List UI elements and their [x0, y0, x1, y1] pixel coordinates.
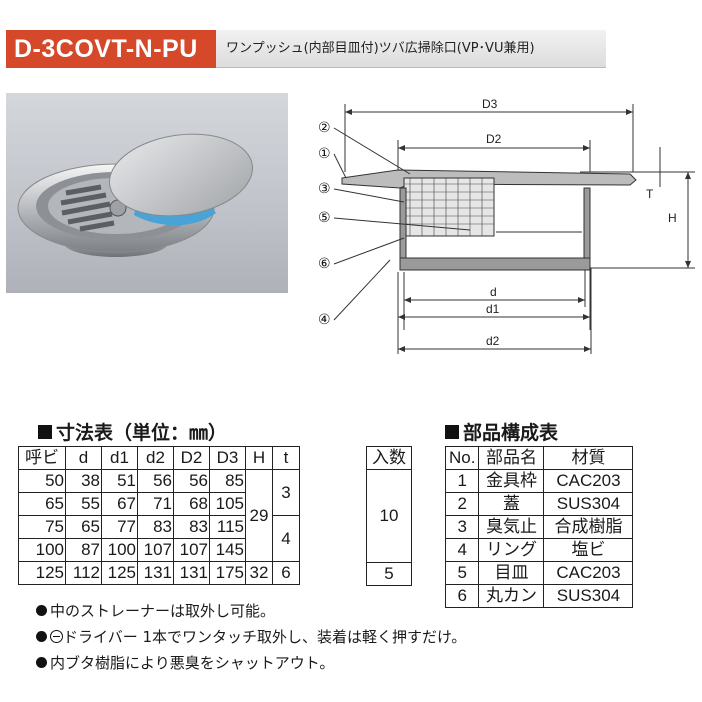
dim-label-D2: D2	[486, 132, 502, 146]
dim-header: H	[245, 446, 273, 470]
dim-label-T: T	[646, 187, 654, 201]
dim-header: D2	[173, 446, 210, 470]
product-photo-drawing	[17, 133, 254, 257]
note-item: 中のストレーナーは取外し可能。	[36, 598, 466, 624]
header: D-3COVT-N-PU ワンプッシュ(内部目皿付)ツバ広掃除口(VP･VU兼用…	[0, 30, 702, 70]
parts-header: No.	[444, 446, 480, 470]
minus-screwdriver-icon	[50, 630, 63, 643]
callout-3: ③	[318, 181, 331, 197]
dim-label-d: d	[490, 285, 497, 299]
dim-header: D3	[209, 446, 246, 470]
qty-merged-cell: 10	[366, 469, 412, 563]
dim-header: d2	[137, 446, 174, 470]
dim-header: d1	[101, 446, 138, 470]
dim-label-D3: D3	[482, 97, 498, 111]
callout-5: ⑤	[318, 210, 331, 226]
model-title: D-3COVT-N-PU	[6, 30, 216, 68]
parts-header: 材質	[543, 446, 634, 470]
dim-label-d2: d2	[486, 334, 500, 348]
parts-header: 部品名	[478, 446, 545, 470]
dim-header: d	[65, 446, 102, 470]
h-merged-cell: 29	[245, 469, 273, 562]
quantity-table: 入数 10 5	[366, 446, 412, 586]
model-description: ワンプッシュ(内部目皿付)ツバ広掃除口(VP･VU兼用)	[216, 30, 606, 68]
dimension-table-title: 寸法表（単位：㎜）	[38, 418, 227, 445]
parts-table-title: 部品構成表	[445, 418, 558, 445]
callout-4: ④	[318, 312, 331, 328]
bullet-icon	[36, 657, 47, 668]
feature-notes: 中のストレーナーは取外し可能。 ドライバー 1本でワンタッチ取外し、装着は軽く押…	[36, 598, 466, 676]
callout-1: ①	[318, 146, 331, 162]
cross-section-diagram: D3 D2 T H d d1 d2 ② ① ③ ⑤ ⑥ ④	[318, 97, 695, 354]
callout-6: ⑥	[318, 256, 331, 272]
section-square-icon	[38, 424, 52, 439]
t-last-cell: 6	[272, 561, 300, 585]
dim-label-H: H	[668, 211, 677, 225]
note-item: ドライバー 1本でワンタッチ取外し、装着は軽く押すだけ。	[36, 624, 466, 650]
qty-last-cell: 5	[366, 562, 412, 586]
callout-2: ②	[318, 120, 331, 136]
t-group2-cell: 4	[272, 515, 300, 562]
h-last-cell: 32	[245, 561, 273, 585]
dim-header: t	[272, 446, 300, 470]
bullet-icon	[36, 605, 47, 616]
qty-header: 入数	[366, 446, 412, 470]
section-square-icon	[445, 424, 459, 439]
dim-header: 呼ビ	[18, 446, 66, 470]
t-group1-cell: 3	[272, 469, 300, 516]
bullet-icon	[36, 631, 47, 642]
dim-label-d1: d1	[486, 302, 500, 316]
product-photo	[6, 93, 288, 293]
note-item: 内ブタ樹脂により悪臭をシャットアウト。	[36, 650, 466, 676]
